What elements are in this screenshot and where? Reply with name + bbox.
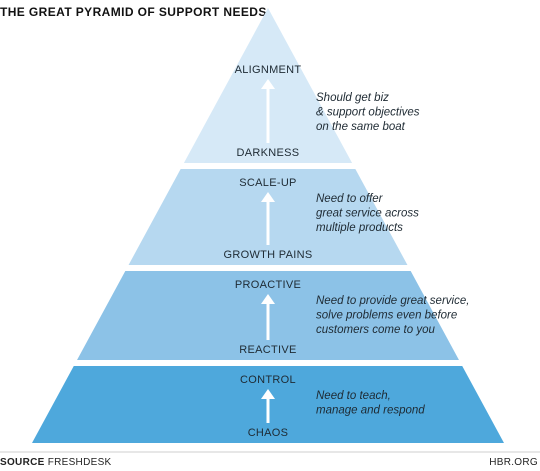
tier-note-line: manage and respond [316,405,425,417]
source-value: FRESHDESK [47,457,112,468]
arrow-head-icon [261,389,275,399]
tier-top-label: SCALE-UP [239,177,296,189]
tier-top-label: ALIGNMENT [235,64,302,76]
pyramid-tier-4: CONTROL CHAOS Need to teach, manage and res… [32,366,504,443]
arrow-head-icon [261,192,275,202]
tier-note-line: Need to provide great service, [316,295,469,307]
arrow-head-icon [261,79,275,89]
tier-note-line: customers come to you [316,324,435,336]
tier-note-line: on the same boat [316,121,406,133]
credit: HBR.ORG [489,457,538,468]
tier-note-line: Should get biz [316,92,389,104]
tier-note-line: solve problems even before [316,310,457,322]
pyramid-tier-1: ALIGNMENT DARKNESS Should get biz & support… [183,8,420,163]
source-line: SOURCE FRESHDESK [0,457,112,468]
tier-bottom-label: DARKNESS [237,147,300,159]
pyramid-tier-3: PROACTIVE REACTIVE Need to provide great s… [77,271,469,360]
tier-note-line: multiple products [316,222,403,234]
diagram-title: THE GREAT PYRAMID OF SUPPORT NEEDS [0,5,267,19]
tier-top-label: PROACTIVE [235,279,301,291]
tier-bottom-label: GROWTH PAINS [224,249,313,261]
tier-note-line: & support objectives [316,107,420,119]
tier-top-label: CONTROL [240,374,296,386]
tier-bottom-label: REACTIVE [239,344,296,356]
tier-note-line: great service across [316,208,419,220]
pyramid-tier-2: SCALE-UP GROWTH PAINS Need to offer great s… [128,169,419,265]
tier-note-line: Need to offer [316,193,384,205]
tier-note-line: Need to teach, [316,390,391,402]
source-label: SOURCE [0,457,45,468]
arrow-head-icon [261,294,275,304]
tier-bottom-label: CHAOS [248,427,289,439]
